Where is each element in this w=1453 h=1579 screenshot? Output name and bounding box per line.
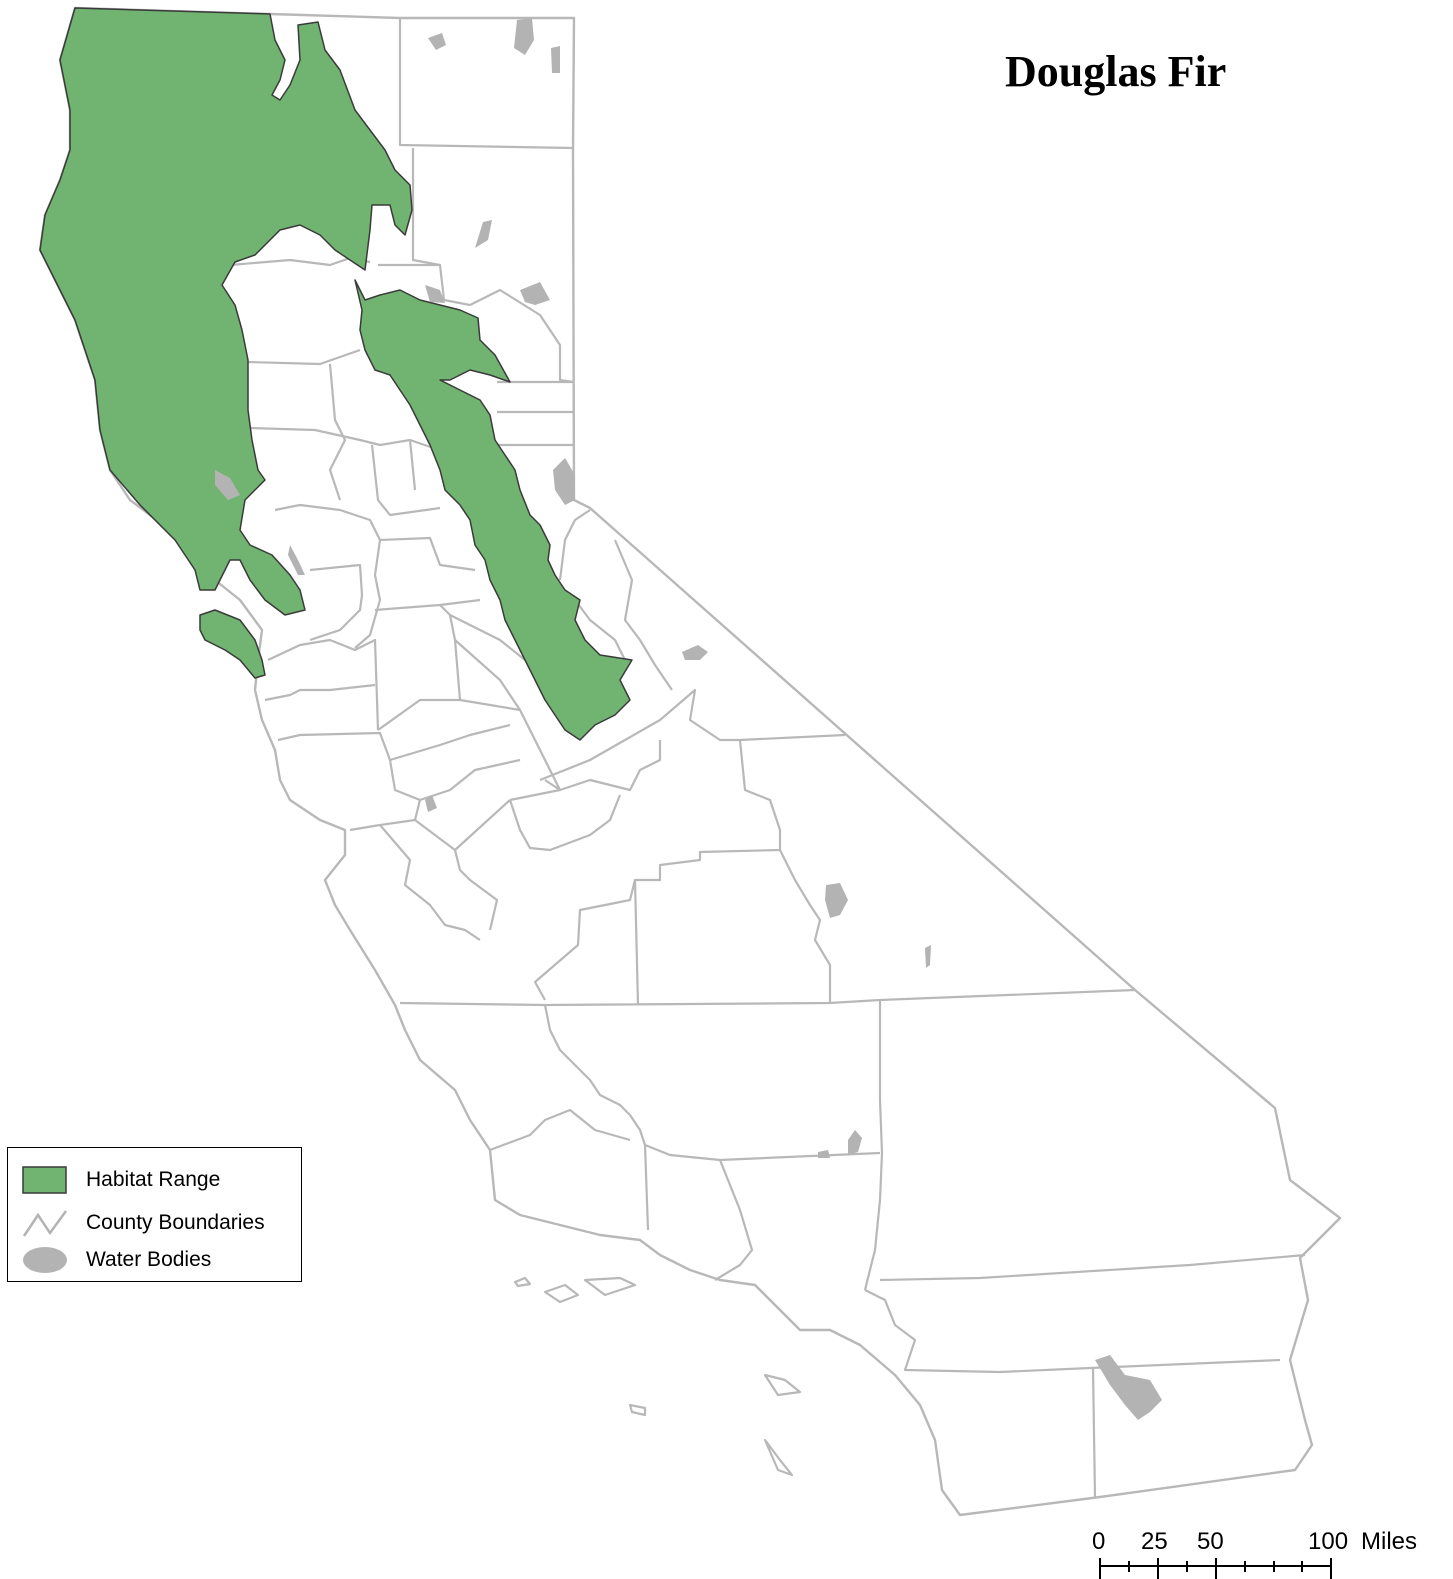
scale-bar: 0 25 50 100 Miles xyxy=(1090,1528,1450,1579)
line-swatch-icon xyxy=(22,1210,68,1237)
county-boundaries xyxy=(229,18,1306,1498)
habitat-swatch-icon xyxy=(22,1166,67,1194)
legend-item-water-bodies: Water Bodies xyxy=(8,1244,301,1276)
legend-label: County Boundaries xyxy=(86,1211,265,1234)
scale-label-25: 25 xyxy=(1141,1528,1168,1555)
scale-unit: Miles xyxy=(1361,1528,1418,1555)
scale-label-50: 50 xyxy=(1197,1528,1224,1555)
water-bodies xyxy=(215,18,1162,1420)
legend-item-county-boundaries: County Boundaries xyxy=(8,1207,301,1239)
channel-islands xyxy=(513,1276,802,1477)
legend: Habitat Range County Boundaries Water Bo… xyxy=(7,1147,302,1282)
scale-ruler xyxy=(1099,1558,1332,1579)
scale-label-100: 100 xyxy=(1308,1528,1349,1555)
ellipse-swatch-icon xyxy=(23,1247,67,1273)
map-title: Douglas Fir xyxy=(1005,47,1227,96)
habitat-range xyxy=(39,7,633,741)
scale-label-0: 0 xyxy=(1092,1528,1106,1555)
legend-label: Habitat Range xyxy=(86,1168,221,1191)
legend-label: Water Bodies xyxy=(86,1248,212,1271)
legend-item-habitat-range: Habitat Range xyxy=(8,1164,301,1196)
